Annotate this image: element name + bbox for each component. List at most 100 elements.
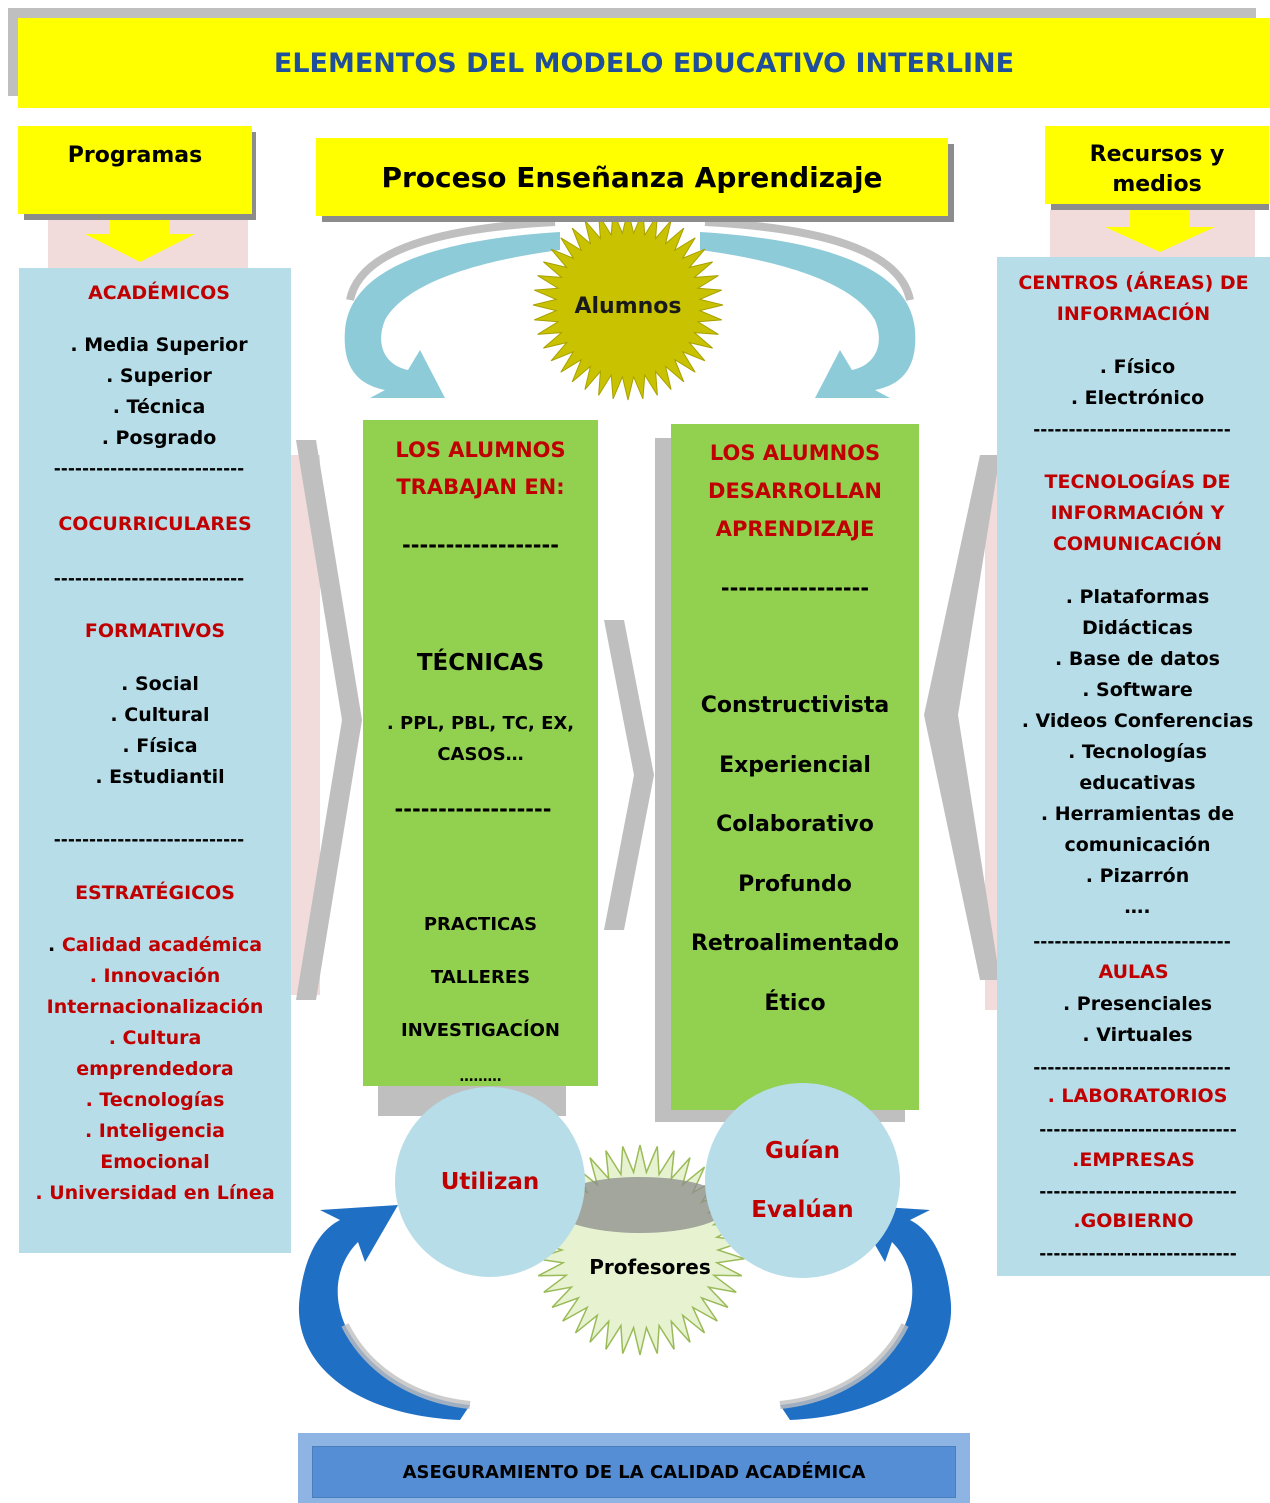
- list-item: . Superior: [106, 365, 212, 387]
- tecnicas-heading: TÉCNICAS: [416, 650, 545, 676]
- laboratorios-item: . LABORATORIOS: [1047, 1085, 1228, 1107]
- list-item: . Software: [1082, 679, 1193, 701]
- list-item: . Base de datos: [1055, 648, 1220, 670]
- footer-label: ASEGURAMIENTO DE LA CALIDAD ACADÉMICA: [402, 1461, 866, 1483]
- center-right-box: LOS ALUMNOS DESARROLLAN APRENDIZAJE ----…: [671, 424, 919, 1110]
- recursos-label-line1: Recursos y: [1089, 142, 1225, 167]
- aulas-heading: AULAS: [1098, 961, 1169, 983]
- evaluan-label: Evalúan: [751, 1196, 854, 1223]
- tecnicas-detail: . PPL, PBL, TC, EX, CASOS…: [363, 708, 598, 770]
- list-item: . Estudiantil: [95, 766, 225, 788]
- list-item: . Electrónico: [1070, 387, 1205, 409]
- centros-heading: CENTROS (ÁREAS) DE INFORMACIÓN: [997, 268, 1270, 330]
- formativos-heading: FORMATIVOS: [84, 620, 226, 642]
- estrategicos-list: . Calidad académica . Innovación Interna…: [19, 930, 291, 1209]
- profesores-starburst: [535, 1144, 745, 1356]
- detail-line: CASOS…: [437, 744, 524, 765]
- list-item: . Social: [121, 673, 199, 695]
- list-item: . Inteligencia: [84, 1120, 226, 1142]
- list-item: . Videos Conferencias: [1021, 710, 1254, 732]
- separator: ---------------------------: [53, 459, 245, 479]
- list-item: . Universidad en Línea: [35, 1182, 275, 1204]
- tecnologias-heading: TECNOLOGÍAS DE INFORMACIÓN Y COMUNICACIÓ…: [997, 467, 1270, 560]
- light-blue-curved-arrow-left: [344, 218, 560, 398]
- heading-line: LOS ALUMNOS: [709, 441, 881, 465]
- center-left-heading: LOS ALUMNOS TRABAJAN EN:: [363, 432, 598, 506]
- heading-line: INFORMACIÓN: [1056, 303, 1211, 325]
- recursos-panel: CENTROS (ÁREAS) DE INFORMACIÓN . Físico …: [997, 257, 1270, 1276]
- list-item: . Pizarrón: [1085, 865, 1190, 887]
- centros-list: . Físico . Electrónico: [997, 352, 1270, 414]
- center-right-heading: LOS ALUMNOS DESARROLLAN APRENDIZAJE: [671, 434, 919, 548]
- list-item: . Físico: [1099, 356, 1176, 378]
- pink-strip-right-lower: [985, 470, 1000, 1010]
- heading-line: DESARROLLAN: [708, 479, 882, 503]
- academicos-heading: ACADÉMICOS: [88, 282, 230, 304]
- list-item: . Tecnologías: [1068, 741, 1207, 763]
- grey-chevron-center: [604, 620, 654, 930]
- list-item: INVESTIGACÍON: [401, 1020, 560, 1041]
- light-blue-curved-arrow-right: [700, 218, 916, 398]
- proceso-header: Proceso Enseñanza Aprendizaje: [316, 138, 948, 216]
- list-item: Colaborativo: [716, 812, 874, 837]
- grey-chevron-left: [296, 440, 362, 1000]
- separator: ---------------------------: [53, 830, 245, 850]
- separator: ----------------------------: [1033, 420, 1231, 440]
- list-item: Constructivista: [700, 693, 890, 718]
- footer-bar: ASEGURAMIENTO DE LA CALIDAD ACADÉMICA: [312, 1446, 956, 1498]
- proceso-label: Proceso Enseñanza Aprendizaje: [381, 160, 883, 194]
- list-item: . Cultural: [110, 704, 210, 726]
- list-item: Emocional: [100, 1151, 210, 1173]
- list-item: PRACTICAS: [423, 914, 538, 935]
- list-item: . Media Superior: [70, 334, 248, 356]
- yellow-down-arrow-right: [1105, 205, 1215, 252]
- list-item: Profundo: [738, 871, 852, 897]
- estrategicos-heading: ESTRATÉGICOS: [75, 882, 235, 904]
- grey-chevron-right: [924, 455, 1000, 980]
- list-item-text: Calidad académica: [61, 934, 263, 956]
- center-left-items: PRACTICAS TALLERES INVESTIGACÍON ………: [363, 898, 598, 1097]
- profesores-label: Profesores: [589, 1255, 711, 1279]
- page-title: ELEMENTOS DEL MODELO EDUCATIVO INTERLINE: [273, 47, 1015, 79]
- learning-types-list: Constructivista Experiencial Colaborativ…: [671, 676, 919, 1033]
- list-item: ………: [459, 1069, 502, 1085]
- empresas-item: .EMPRESAS: [1072, 1149, 1195, 1171]
- utilizan-circle: Utilizan: [395, 1087, 585, 1277]
- guian-label: Guían: [764, 1137, 841, 1164]
- list-item: . Virtuales: [1082, 1024, 1193, 1046]
- separator: ----------------------------: [1039, 1120, 1237, 1140]
- programas-panel: ACADÉMICOS . Media Superior . Superior .…: [19, 268, 291, 1253]
- separator: ---------------------------: [53, 569, 245, 589]
- separator: ------------------: [402, 533, 559, 557]
- utilizan-label: Utilizan: [440, 1169, 540, 1195]
- list-item: . Plataformas: [1065, 586, 1210, 608]
- heading-line: LOS ALUMNOS: [395, 438, 566, 462]
- separator: ------------------: [394, 797, 552, 821]
- separator: ----------------------------: [1033, 932, 1231, 952]
- recursos-label-line2: medios: [1112, 172, 1202, 197]
- list-item: . Física: [122, 735, 198, 757]
- aulas-list: . Presenciales . Virtuales: [997, 989, 1270, 1051]
- list-item: Retroalimentado: [690, 931, 899, 956]
- list-item: . Innovación: [89, 965, 221, 987]
- blue-curved-arrow-right: [779, 1205, 952, 1420]
- list-item: . Posgrado: [101, 427, 217, 449]
- list-item: . Herramientas de: [1040, 803, 1235, 825]
- list-item: educativas: [1079, 772, 1196, 794]
- list-item: . Presenciales: [1062, 993, 1213, 1015]
- list-item: Experiencial: [719, 752, 871, 778]
- title-bar: ELEMENTOS DEL MODELO EDUCATIVO INTERLINE: [18, 18, 1270, 108]
- recursos-header: Recursos y medios: [1045, 126, 1269, 204]
- list-item: emprendedora: [76, 1058, 234, 1080]
- separator: -----------------: [720, 576, 870, 600]
- formativos-list: . Social . Cultural . Física . Estudiant…: [19, 669, 301, 793]
- list-item: ….: [1124, 896, 1151, 918]
- separator: ----------------------------: [1039, 1244, 1237, 1264]
- cocurriculares-heading: COCURRICULARES: [58, 513, 252, 535]
- heading-line: TRABAJAN EN:: [396, 475, 565, 499]
- heading-line: APRENDIZAJE: [715, 517, 875, 541]
- alumnos-starburst: [532, 209, 724, 401]
- heading-line: COMUNICACIÓN: [1052, 533, 1223, 555]
- guian-evaluan-circle: Guían Evalúan: [705, 1083, 900, 1278]
- center-left-box: LOS ALUMNOS TRABAJAN EN: ---------------…: [363, 420, 598, 1086]
